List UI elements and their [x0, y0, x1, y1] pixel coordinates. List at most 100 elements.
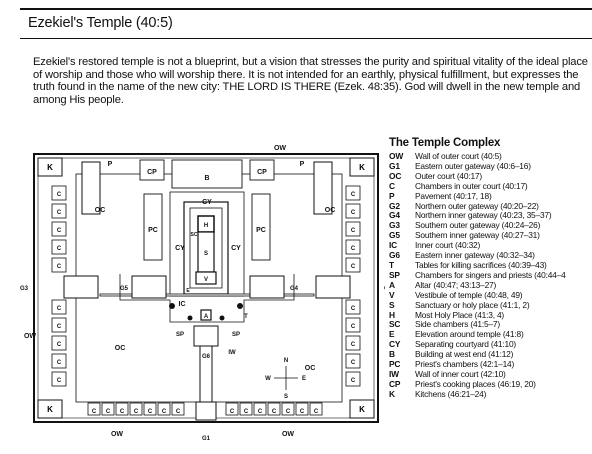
intro-paragraph: Ezekiel's restored temple is not a bluep… — [33, 56, 588, 106]
cy-label: CY — [231, 245, 241, 252]
chamber-label: C — [57, 342, 62, 348]
cy-label: CY — [202, 199, 212, 206]
legend-code: B — [389, 349, 395, 360]
inner-court-outline — [119, 274, 295, 323]
cooking-place — [139, 159, 165, 181]
legend-code: S — [389, 299, 395, 310]
chamber-label: C — [106, 409, 111, 415]
g5-label: G5 — [120, 286, 129, 292]
h-label: H — [204, 223, 208, 229]
legend-desc: Separating courtyard (41:10) — [415, 339, 517, 350]
ic-label: IC — [179, 301, 186, 308]
outer-wall — [33, 153, 379, 423]
ow-label: OW — [282, 431, 294, 438]
t-label: T — [244, 314, 248, 320]
chamber-label: C — [230, 409, 235, 415]
kitchen-label: K — [359, 405, 365, 414]
oc-label: OC — [95, 207, 106, 214]
ow-label: OW — [24, 333, 36, 340]
chamber-label: C — [57, 228, 62, 234]
legend-code: E — [389, 329, 395, 340]
legend-item: IC Inner court (40:32) — [389, 240, 592, 251]
legend-code: K — [389, 388, 395, 399]
legend-code: P — [389, 190, 395, 201]
gateway-g2 — [63, 275, 99, 299]
west-label: W — [265, 376, 271, 382]
legend-desc: Wall of outer court (40:5) — [415, 151, 502, 161]
chamber-label: C — [57, 378, 62, 384]
b-label: B — [204, 175, 209, 182]
legend-desc: Eastern outer gateway (40:6–16) — [415, 160, 531, 171]
legend-code: G4 — [389, 210, 400, 221]
g6-label: G6 — [202, 354, 211, 360]
legend-item: P Pavement (40:17, 18) — [389, 190, 592, 202]
legend-desc: Northern outer gateway (40:20–22) — [415, 200, 539, 211]
legend-code: PC — [389, 359, 401, 370]
kitchen-label: K — [47, 405, 53, 414]
legend-desc: Pavement (40:17, 18) — [415, 190, 492, 201]
legend-desc: Priest's cooking places (46:19, 20) — [415, 378, 536, 389]
kitchen-label: K — [359, 163, 365, 172]
a-label: A — [204, 314, 209, 320]
inner-gate-g5-block — [131, 275, 167, 299]
chamber-label: C — [57, 264, 62, 270]
sc-label: SC — [191, 232, 198, 238]
g4-label: G4 — [290, 286, 299, 292]
v-label: V — [204, 277, 208, 283]
chambers-right — [345, 185, 361, 387]
ow-label: OW — [111, 431, 123, 438]
kitchen-label: K — [47, 163, 53, 172]
chamber-label: C — [57, 246, 62, 252]
cp-label: CP — [147, 169, 157, 176]
inner-wall — [99, 293, 315, 297]
legend-desc: Southern inner gateway (40:27–31) — [415, 230, 540, 241]
chamber-label: C — [351, 360, 356, 366]
gateway-g6 — [193, 325, 219, 347]
s-label: S — [204, 251, 208, 257]
g1-label: G1 — [202, 436, 211, 442]
inner-gate-g4-block — [249, 275, 285, 299]
gateway-g4 — [315, 275, 351, 299]
chamber-label: C — [57, 360, 62, 366]
chamber-label: C — [134, 409, 139, 415]
legend-desc: Chambers for singers and priests (40:44–… — [415, 269, 566, 280]
legend-code: CY — [389, 339, 401, 350]
legend-desc: Southern outer gateway (40:24–26) — [415, 220, 541, 231]
legend-code: V — [389, 289, 395, 300]
chamber-label: C — [351, 324, 356, 330]
chamber-label: C — [244, 409, 249, 415]
chamber-label: C — [176, 409, 181, 415]
chamber-label: C — [162, 409, 167, 415]
legend-code: SC — [389, 319, 401, 330]
chamber-label: C — [120, 409, 125, 415]
legend-desc: Wall of inner court (42:10) — [415, 368, 506, 379]
legend-desc: Northern inner gateway (40:23, 35–37) — [415, 210, 552, 221]
legend-desc: Side chambers (41:5–7) — [415, 319, 500, 330]
ow-label: OW — [274, 145, 286, 152]
north-label: N — [284, 358, 288, 364]
legend-desc: Inner court (40:32) — [415, 240, 481, 251]
e-label: E — [186, 288, 190, 294]
south-label: S — [284, 394, 288, 400]
legend-item: SC Side chambers (41:5–7) — [389, 320, 592, 330]
g2-label: G2 — [384, 286, 385, 292]
legend-desc: Kitchens (46:21–24) — [415, 388, 487, 399]
gateway-left-upper — [81, 161, 101, 215]
pc-label: PC — [148, 227, 158, 234]
pavement-label: P — [300, 161, 305, 168]
gateway-g1-outer — [195, 401, 217, 421]
legend-code: OC — [389, 170, 402, 181]
legend-code: IC — [389, 240, 397, 251]
